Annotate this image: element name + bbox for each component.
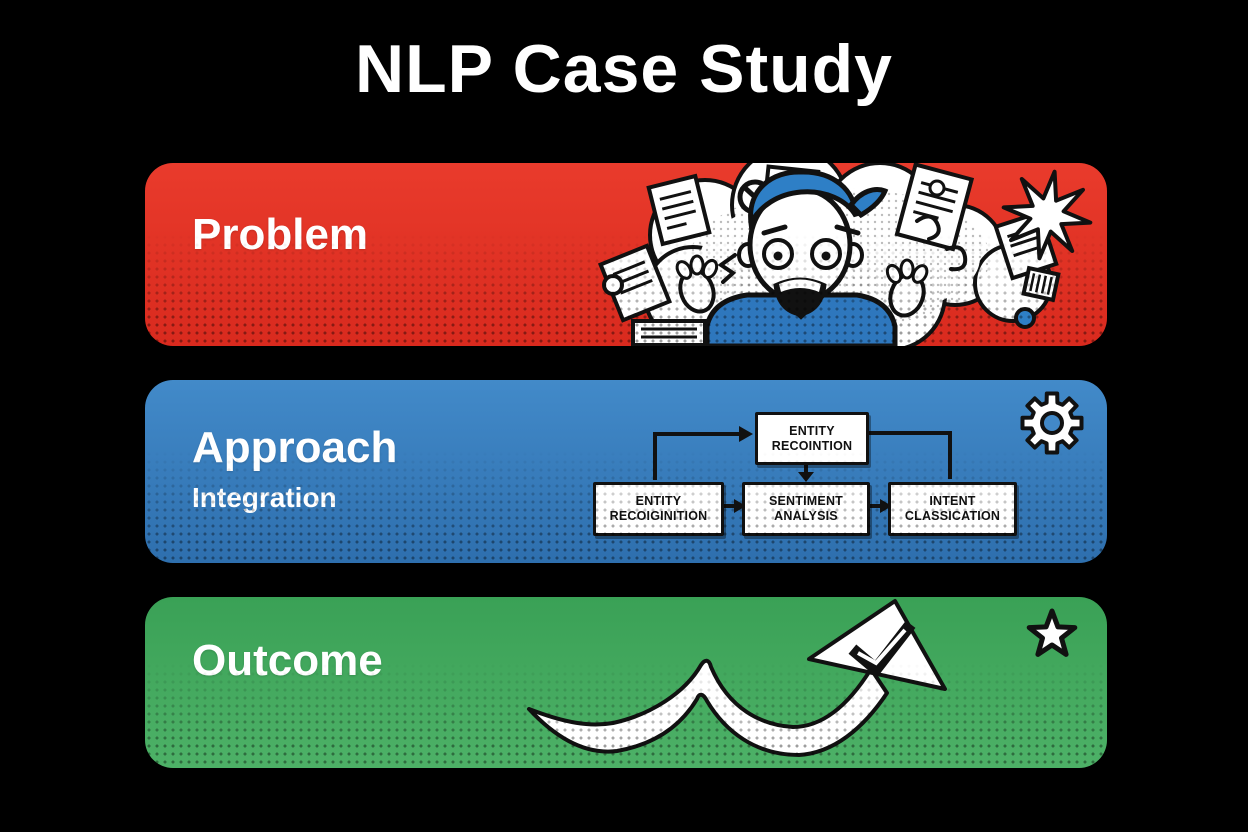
flowchart-node-entity-recointion: ENTITY RECOINTION xyxy=(755,412,869,465)
outcome-band: Outcome xyxy=(145,597,1107,768)
flowchart-arrows xyxy=(653,426,952,513)
approach-label: Approach xyxy=(192,423,398,472)
node-label: SENTIMENT ANALYSIS xyxy=(768,494,844,523)
hand-left xyxy=(675,254,719,314)
gear-icon xyxy=(1020,391,1084,455)
arrowhead xyxy=(880,499,892,513)
check-icon xyxy=(848,620,916,678)
flowchart-node-entity-recoiginition: ENTITY RECOIGINITION xyxy=(593,482,724,536)
paper-card xyxy=(631,319,707,346)
stressed-man xyxy=(675,169,929,346)
stressed-man-illustration xyxy=(597,163,1093,346)
star-icon xyxy=(1026,608,1078,657)
edge-top-to-right xyxy=(864,431,952,479)
approach-band: Approach Integration ENTITY RECOINTION xyxy=(145,380,1107,563)
arrowhead xyxy=(798,472,814,482)
hair-flick xyxy=(847,187,889,219)
arrowhead xyxy=(734,499,746,513)
edge-left-to-top xyxy=(653,432,739,480)
flowchart-node-sentiment-analysis: SENTIMENT ANALYSIS xyxy=(742,482,870,536)
arrowhead xyxy=(739,426,753,442)
eyebrows xyxy=(761,224,861,236)
problem-band: Problem xyxy=(145,163,1107,346)
flowchart-node-intent-classication: INTENT CLASSICATION xyxy=(888,482,1017,536)
node-label: ENTITY RECOINTION xyxy=(771,423,853,453)
teeth xyxy=(779,279,821,292)
squiggle-marks xyxy=(717,214,968,284)
node-label: ENTITY RECOIGINITION xyxy=(609,494,708,523)
accent-circle xyxy=(928,179,946,197)
shirt xyxy=(704,292,898,346)
problem-label: Problem xyxy=(192,210,369,259)
accent-circle xyxy=(602,274,624,296)
accent-circle-blue xyxy=(1014,307,1036,329)
growth-arrow-icon xyxy=(527,599,947,757)
outcome-artwork xyxy=(527,599,1078,757)
page-title: NLP Case Study xyxy=(354,31,893,107)
node-label: INTENT CLASSICATION xyxy=(904,494,1001,523)
hand-right xyxy=(885,258,929,318)
outcome-label: Outcome xyxy=(192,636,383,685)
starburst-icon xyxy=(1001,169,1093,261)
approach-sublabel: Integration xyxy=(192,482,337,513)
